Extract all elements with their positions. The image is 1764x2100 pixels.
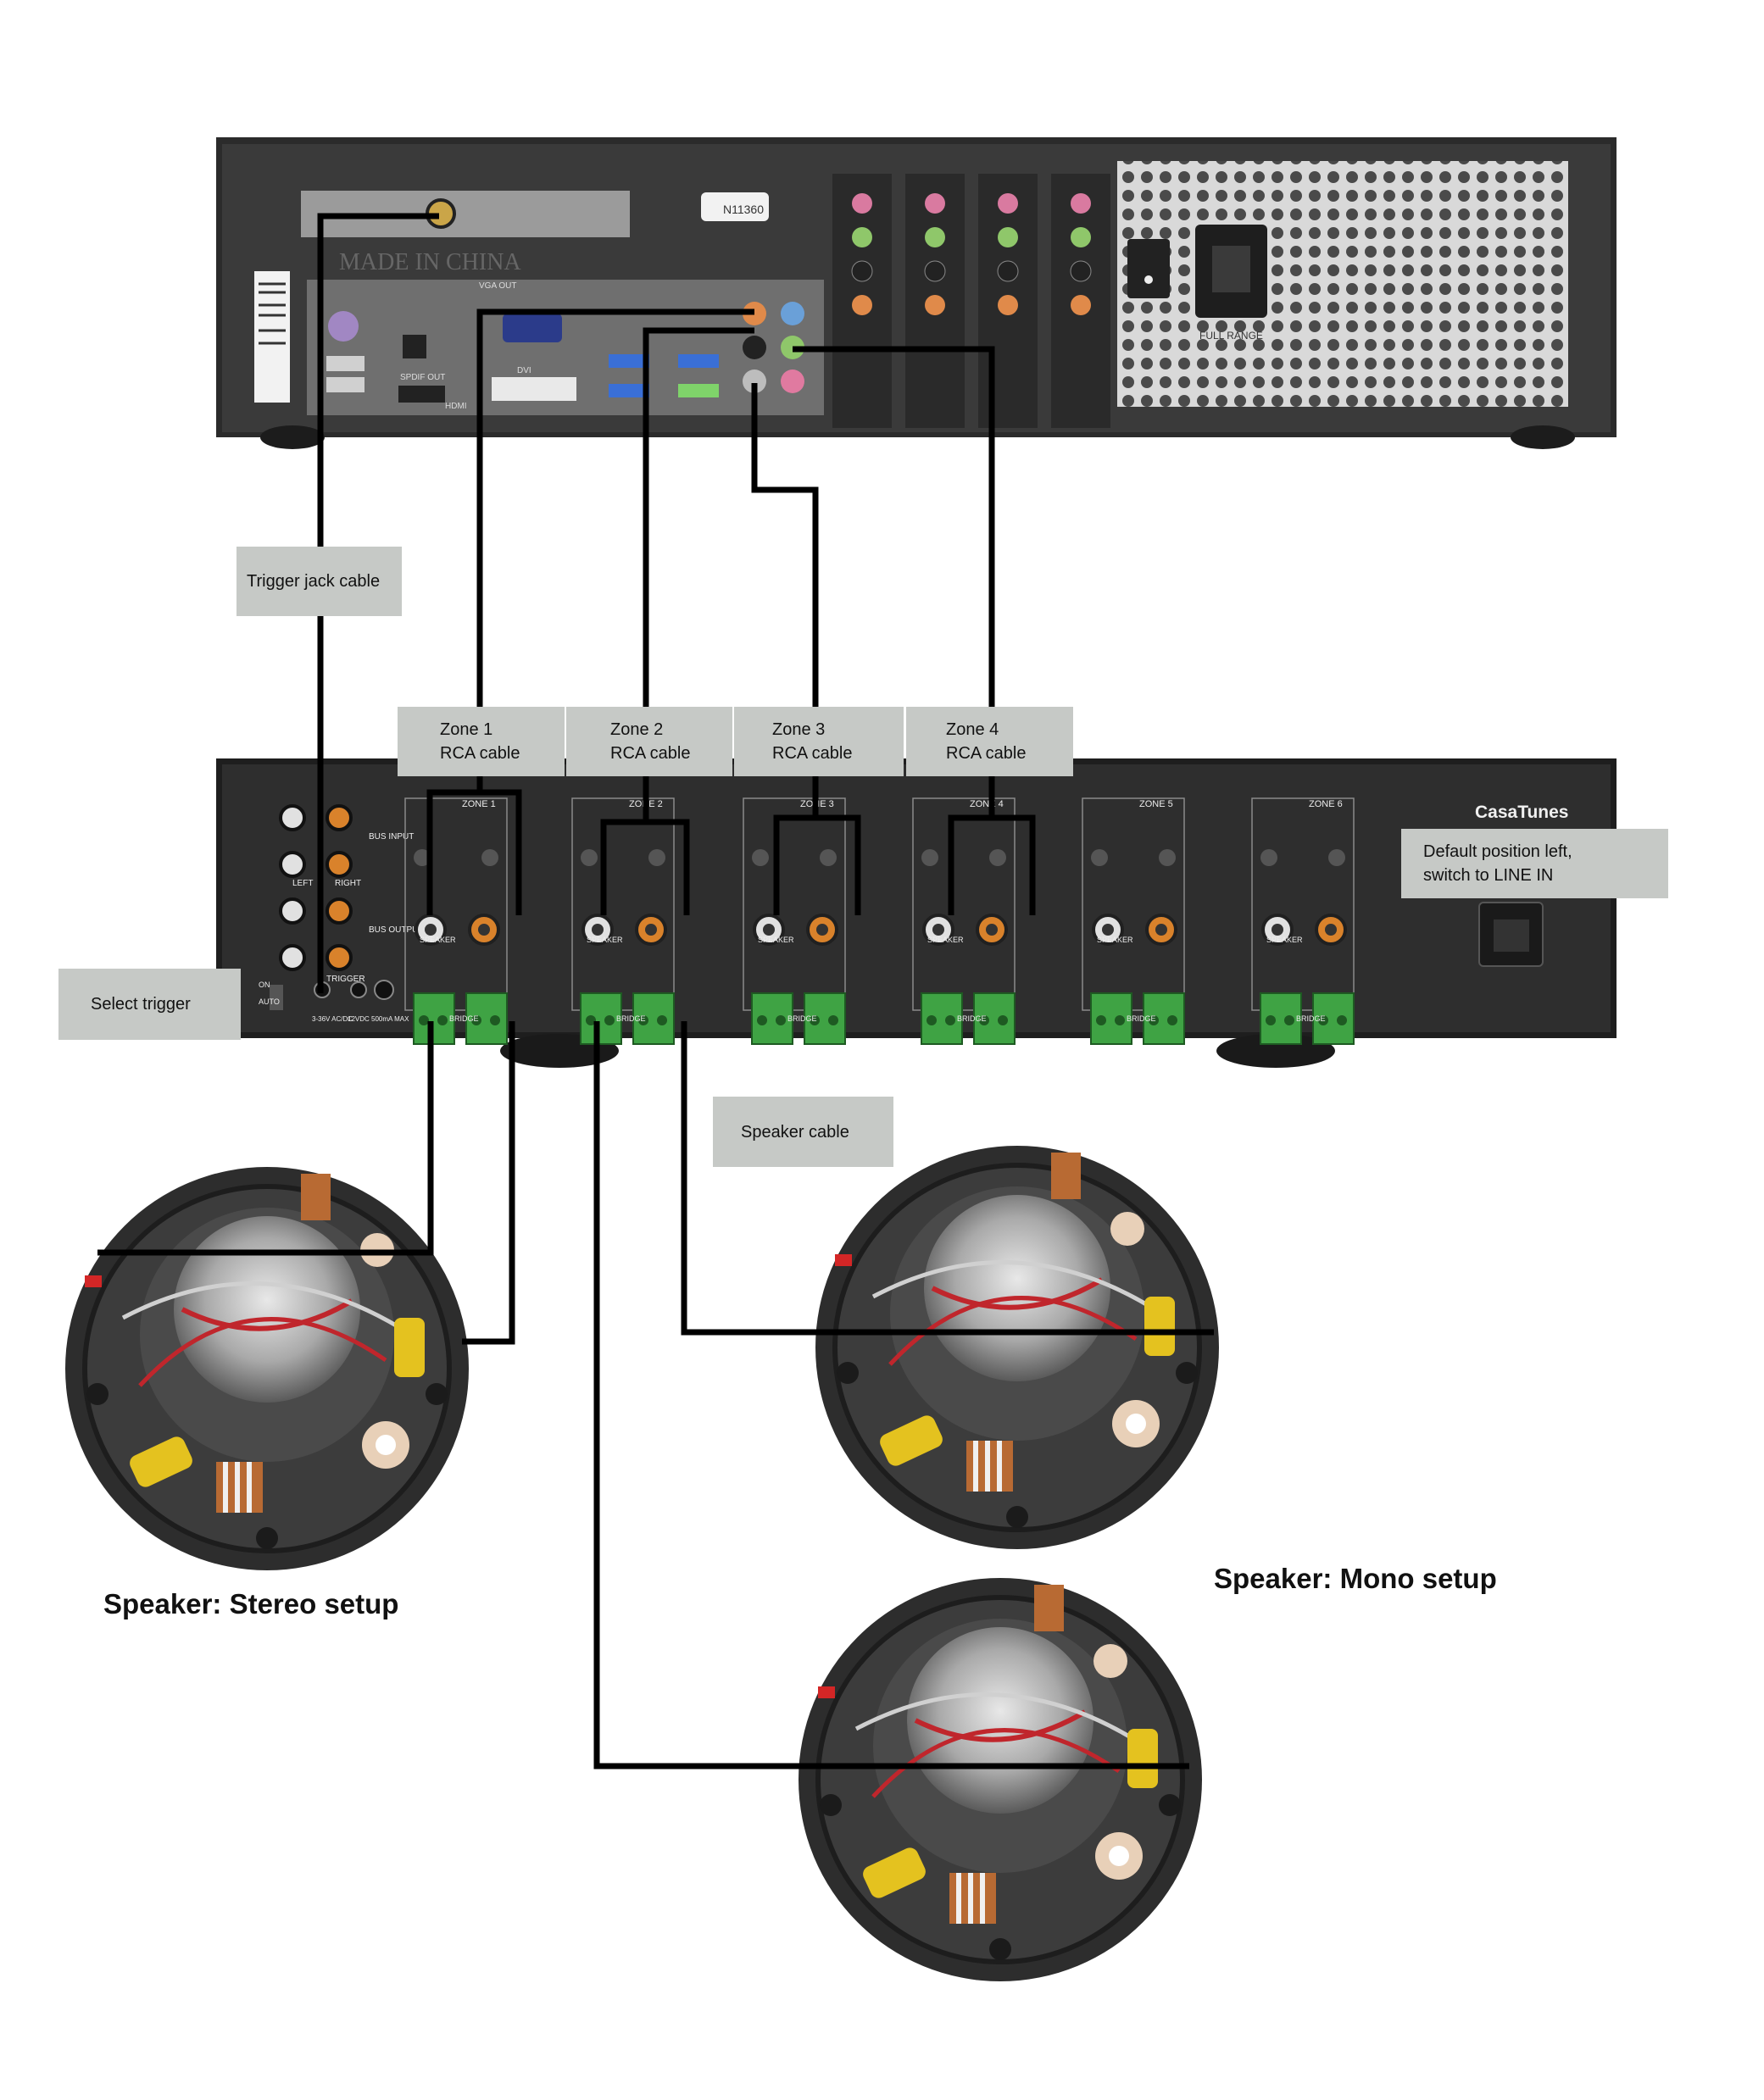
callout-zone-3: Zone 3 RCA cable [734, 707, 904, 776]
default-position-line-2: switch to LINE IN [1423, 866, 1554, 885]
bus-input-label: BUS INPUT [369, 832, 414, 842]
zone-6: ZONE 6 SPEAKER BRIDGE [1250, 797, 1355, 1046]
zone-1-speaker-label: SPEAKER [420, 936, 456, 944]
select-trigger-label: Select trigger [91, 995, 191, 1014]
callout-zone-1: Zone 1 RCA cable [398, 707, 565, 776]
callout-select-trigger: Select trigger [58, 969, 241, 1040]
zone-6-label: ZONE 6 [1309, 799, 1343, 809]
default-position-line-1: Default position left, [1423, 842, 1572, 861]
out-spec-label: 12VDC 500mA MAX [348, 1015, 409, 1023]
pc-rear-panel: MADE IN CHINA N11360 VGA OUT SPDIF OUT [216, 137, 1617, 449]
amplifier-rear-panel: BUS INPUT BUS OUTPUT LEFT RIGHT TRIGGER … [216, 758, 1617, 1068]
right-label: RIGHT [335, 879, 361, 888]
zone-3-callout-subtitle: RCA cable [772, 744, 853, 763]
trigger-on-label: ON [259, 981, 270, 989]
zone-2-speaker-label: SPEAKER [587, 936, 623, 944]
bus-output-label: BUS OUTPUT [369, 925, 423, 935]
trigger-jack-cable-label: Trigger jack cable [247, 572, 381, 591]
zone-5-label: ZONE 5 [1139, 799, 1173, 809]
zone-4-speaker-label: SPEAKER [927, 936, 964, 944]
zone-4-callout-subtitle: RCA cable [946, 744, 1027, 763]
zone-3-speaker-label: SPEAKER [758, 936, 794, 944]
trigger-label: TRIGGER [326, 975, 365, 984]
callout-default-position: Default position left, switch to LINE IN [1401, 829, 1668, 898]
cables [97, 213, 1214, 1769]
caption-mono-setup: Speaker: Mono setup [1214, 1563, 1497, 1594]
speaker-mono-bottom [799, 1578, 1202, 1981]
pc-sticker: N11360 [723, 203, 764, 216]
zone-3-callout-title: Zone 3 [772, 720, 826, 739]
zone-2-bridge-label: BRIDGE [616, 1014, 646, 1023]
zone-5-bridge-label: BRIDGE [1127, 1014, 1156, 1023]
speaker-cable-label: Speaker cable [741, 1122, 849, 1142]
callout-trigger-jack-cable: Trigger jack cable [236, 547, 402, 616]
trigger-jack-cable [317, 213, 439, 993]
spdif-label: SPDIF OUT [400, 373, 445, 382]
caption-stereo-setup: Speaker: Stereo setup [103, 1588, 399, 1619]
zone-1-bridge-label: BRIDGE [449, 1014, 479, 1023]
speaker-cable-stereo-left [97, 1021, 434, 1256]
callout-speaker-cable: Speaker cable [713, 1097, 893, 1167]
amplifier-brand: CasaTunes [1475, 803, 1569, 822]
trigger-spec-label: 3-36V AC/DC [312, 1015, 353, 1023]
zone-1-callout-subtitle: RCA cable [440, 744, 520, 763]
vga-label: VGA OUT [479, 281, 516, 291]
zone-3-bridge-label: BRIDGE [787, 1014, 817, 1023]
zone-4-bridge-label: BRIDGE [957, 1014, 987, 1023]
speaker-stereo [65, 1167, 469, 1570]
zone-1-callout-title: Zone 1 [440, 720, 493, 739]
psu-label: FULL RANGE [1199, 330, 1263, 342]
zone-6-speaker-label: SPEAKER [1266, 936, 1303, 944]
zone-5-speaker-label: SPEAKER [1097, 936, 1133, 944]
zone-4-callout-title: Zone 4 [946, 720, 999, 739]
zone-1: ZONE 1 SPEAKER BRIDGE [403, 797, 509, 1046]
zone-5: ZONE 5 SPEAKER BRIDGE [1081, 797, 1186, 1046]
callout-zone-4: Zone 4 RCA cable [906, 707, 1073, 776]
dvi-label: DVI [517, 366, 531, 375]
zone-3-rca-cable [751, 383, 819, 915]
speaker-cable-stereo-right [462, 1021, 515, 1345]
zone-4: ZONE 4 SPEAKER BRIDGE [911, 797, 1016, 1046]
zone-4-label: ZONE 4 [970, 799, 1004, 809]
left-label: LEFT [292, 879, 313, 888]
callout-zone-2: Zone 2 RCA cable [566, 707, 732, 776]
pc-embossed-text: MADE IN CHINA [339, 249, 521, 275]
hdmi-label: HDMI [445, 402, 467, 411]
trigger-auto-label: AUTO [259, 997, 280, 1006]
zone-6-bridge-label: BRIDGE [1296, 1014, 1326, 1023]
zone-2-callout-title: Zone 2 [610, 720, 664, 739]
speaker-cable-mono-bottom [593, 1021, 1189, 1769]
speaker-mono-top [815, 1146, 1219, 1549]
zone-2-callout-subtitle: RCA cable [610, 744, 691, 763]
speaker-cable-mono-top [681, 1021, 1214, 1336]
zone-1-label: ZONE 1 [462, 799, 496, 809]
